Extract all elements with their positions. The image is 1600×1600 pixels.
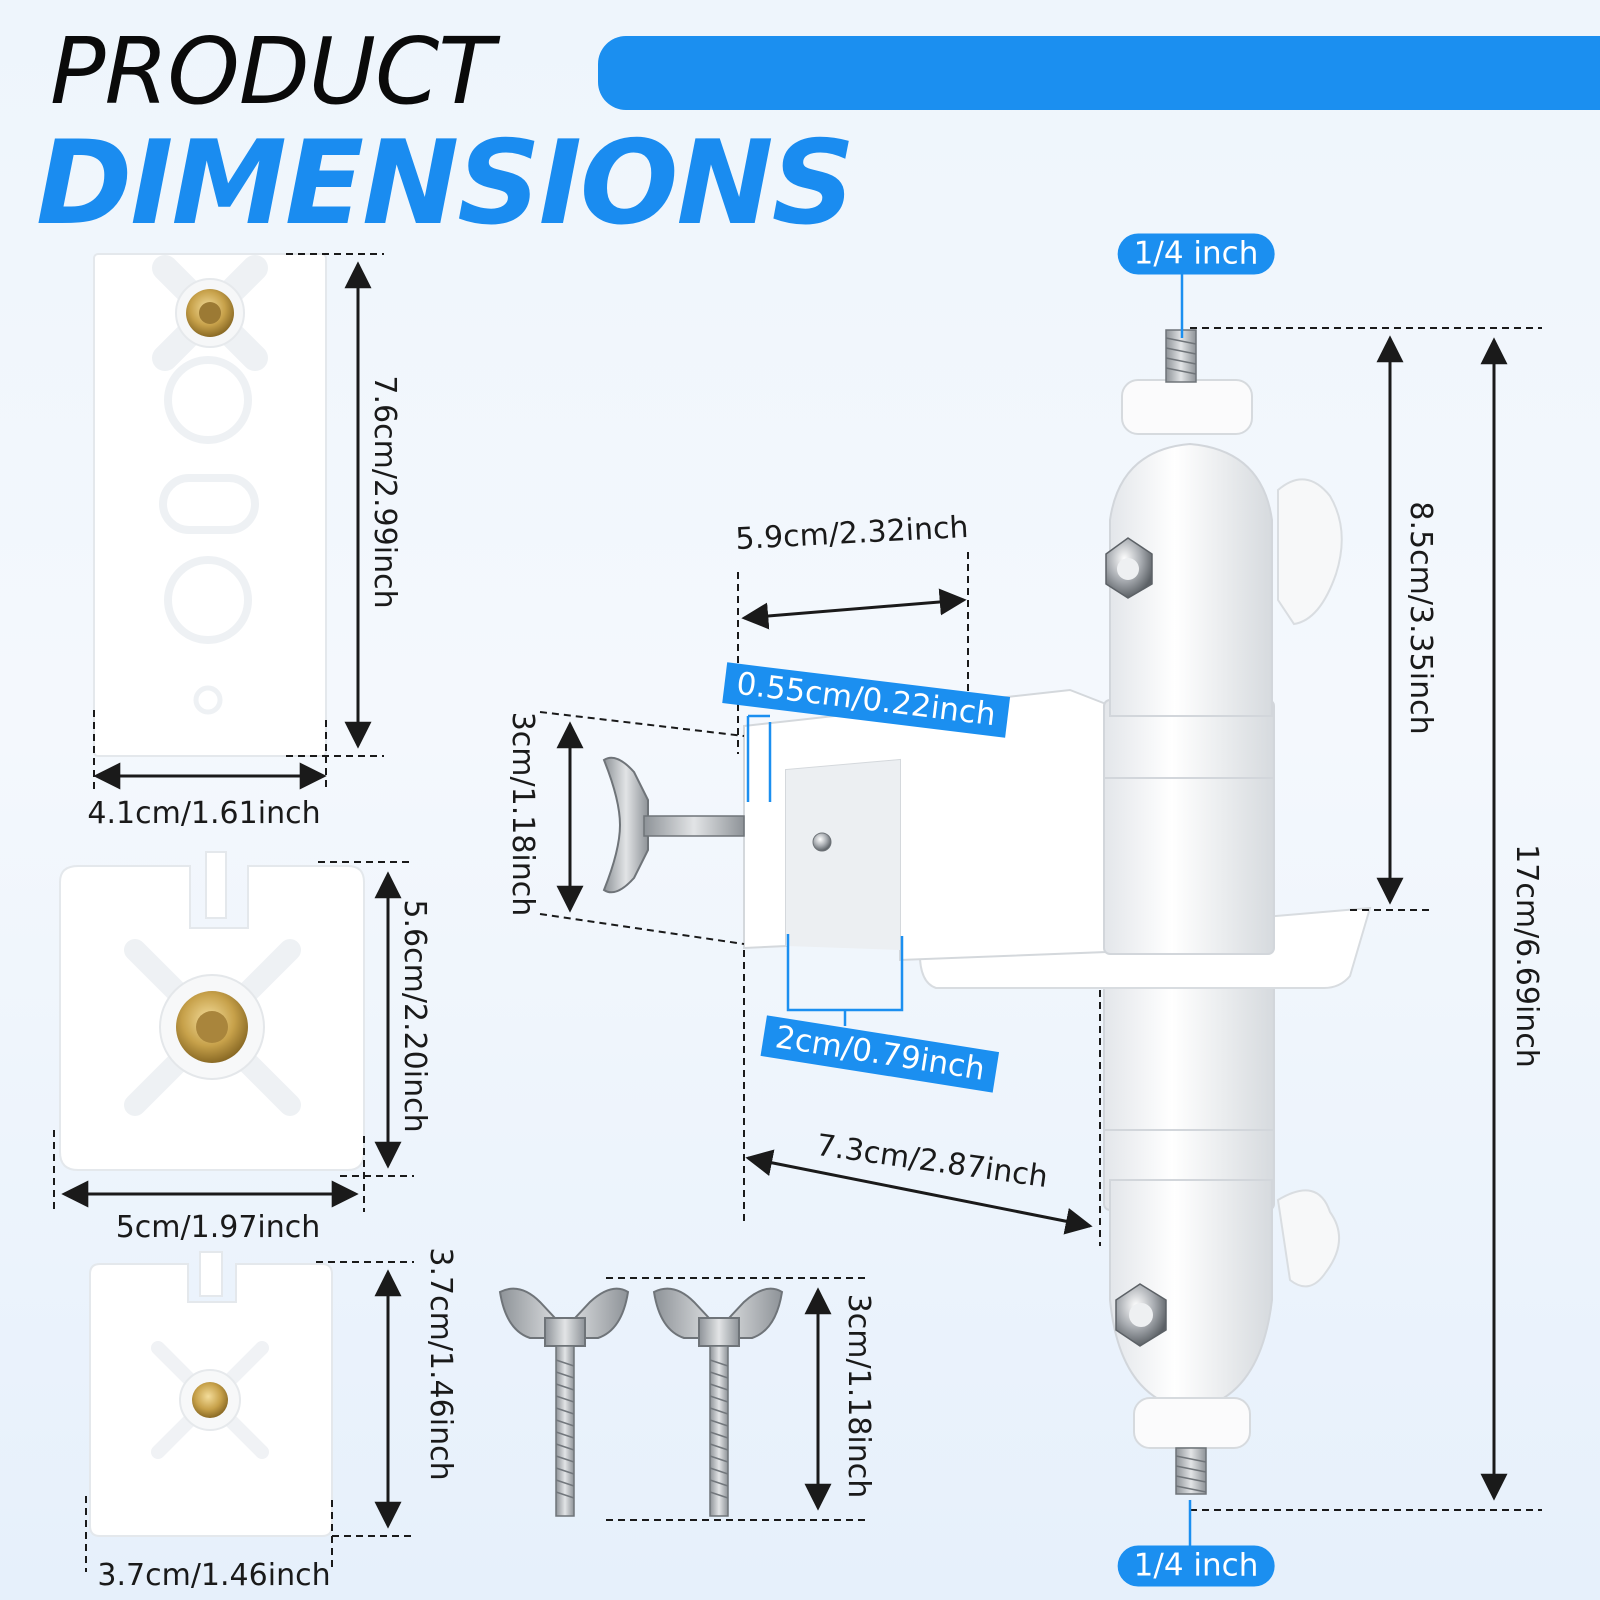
depth-line: [745, 1149, 1093, 1235]
title-product: PRODUCT: [50, 18, 494, 125]
wing-screw: [652, 1287, 784, 1517]
small-plate-width-label: 3.7cm/1.46inch: [97, 1558, 331, 1593]
clamp-width-line: [741, 588, 967, 630]
upper-height-label: 8.5cm/3.35inch: [1403, 501, 1438, 735]
small-plate-height-label: 3.7cm/1.46inch: [423, 1247, 458, 1481]
total-height-label: 17cm/6.69inch: [1509, 844, 1544, 1068]
square-plate-large: [59, 851, 365, 1171]
square-plate-small: [89, 1251, 333, 1537]
long-plate: [93, 253, 327, 757]
title-dimensions: DIMENSIONS: [36, 116, 855, 251]
wing-screw: [498, 1287, 630, 1517]
header-banner: [598, 36, 1600, 110]
clamp-height-label: 3cm/1.18inch: [505, 711, 540, 917]
wing-nut-icon: [602, 756, 649, 894]
top-thread-badge: 1/4 inch: [1117, 233, 1275, 275]
brass-insert-icon: [192, 1382, 228, 1418]
large-plate-height-label: 5.6cm/2.20inch: [397, 899, 432, 1133]
main-mount: [602, 329, 1372, 1495]
long-plate-height-label: 7.6cm/2.99inch: [367, 375, 402, 609]
large-plate-width-label: 5cm/1.97inch: [115, 1210, 321, 1245]
screw-length-label: 3cm/1.18inch: [841, 1293, 876, 1499]
long-plate-width-label: 4.1cm/1.61inch: [87, 796, 321, 831]
bottom-thread-badge: 1/4 inch: [1117, 1545, 1275, 1587]
